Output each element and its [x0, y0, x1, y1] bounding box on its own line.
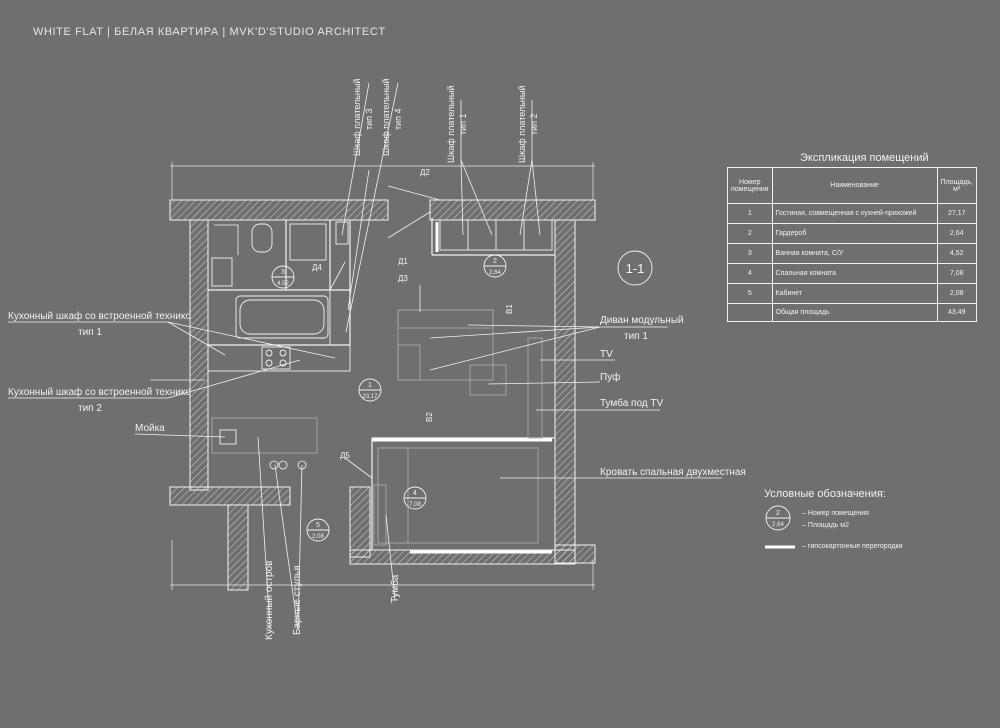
legend-title: Условные обозначения:	[764, 488, 886, 500]
explication-title: Экспликация помещений	[800, 152, 929, 164]
header-area: Площадь, м²	[936, 167, 977, 204]
callout-wardrobe3-l2: тип 3	[364, 108, 374, 130]
shower	[289, 223, 327, 261]
room-1-area: 23,17	[362, 394, 378, 400]
washbasin	[211, 257, 233, 287]
callout-wardrobe3-l1: Шкаф плательный	[352, 79, 362, 156]
section-mark: 1-1	[626, 261, 645, 276]
wardrobes	[335, 219, 553, 251]
callout-sofa-l2: тип 1	[624, 331, 648, 342]
room-bubbles	[271, 250, 791, 542]
table-row: 4 Спальная комната 7,08	[727, 263, 977, 284]
header-number: Номер помещения	[727, 167, 773, 204]
callout-sink: Мойка	[135, 423, 165, 434]
legend-partition-label: – гипсокартонные перегородки	[802, 543, 903, 550]
legend-area-label: – Площадь м2	[802, 522, 849, 529]
callout-bar-stools: Барные стулья	[292, 565, 303, 635]
tv-stand	[527, 337, 543, 439]
callout-tv-stand: Тумба под TV	[600, 397, 664, 409]
callout-wardrobe1-l1: Шкаф плательный	[446, 86, 456, 163]
exterior-walls	[169, 199, 596, 591]
pouf-rect	[469, 364, 507, 396]
callout-nightstand: Тумба	[389, 574, 401, 603]
kitchen-cabinet-row	[207, 344, 351, 372]
section-mark-circle	[617, 250, 653, 286]
room-3-num: 3	[281, 269, 285, 276]
callout-wardrobe2-l2: тип 2	[529, 113, 539, 135]
room-2-num: 2	[493, 258, 497, 265]
plasterboard-partitions	[372, 222, 552, 554]
room-3-area: 4,52	[277, 281, 289, 287]
table-row-total: Общая площадь 43,49	[727, 303, 977, 322]
callout-wardrobe4-l2: тип 4	[393, 108, 403, 130]
room-2-area: 2,64	[489, 270, 501, 276]
callout-kitchen2-l2: тип 2	[78, 403, 102, 414]
explication-table: Номер помещения Наименование Площадь, м²…	[727, 167, 977, 322]
wall-top-left	[169, 199, 389, 221]
door-swings	[329, 185, 441, 479]
door-d2: Д2	[420, 168, 430, 177]
door-d3: Д3	[398, 274, 408, 283]
callout-wardrobe1-l2: тип 1	[458, 113, 468, 135]
callout-kitchen1-l1: Кухонный шкаф со встроенной технико	[8, 310, 191, 322]
callout-wardrobe2-l1: Шкаф плательный	[517, 86, 527, 163]
table-row: 2 Гардероб 2,64	[727, 223, 977, 244]
leader-lines	[8, 82, 722, 631]
wall-column	[227, 504, 249, 591]
bed	[377, 447, 539, 544]
callout-tv: TV	[600, 349, 613, 360]
wall-left	[189, 219, 209, 491]
door-d5: Д5	[340, 451, 350, 460]
kitchen-island	[211, 417, 318, 454]
wall-top-right	[429, 199, 596, 221]
table-row: 3 Ванная комната, С/У 4,52	[727, 243, 977, 264]
door-d4: Д4	[312, 263, 322, 272]
wall-bedroom-left	[349, 486, 371, 558]
kitchen-units	[207, 289, 351, 372]
window-v2: В2	[425, 412, 434, 422]
room-5-num: 5	[316, 522, 320, 529]
table-row: 5 Кабинет 2,08	[727, 283, 977, 304]
callout-kitchen1-l2: тип 1	[78, 327, 102, 338]
room-1-num: 1	[368, 382, 372, 389]
bathroom-fixtures	[211, 223, 329, 339]
legend-bubble-area: 2,64	[772, 522, 784, 528]
toilet	[251, 223, 273, 253]
nightstand-rect	[373, 484, 387, 546]
callout-sofa-l1: Диван модульный	[600, 315, 684, 326]
room-4-area: 7,08	[409, 502, 421, 508]
callout-wardrobe4-l1: Шкаф плательный	[381, 79, 391, 156]
room-4-num: 4	[413, 490, 417, 497]
legend-room-num-label: – Номер помещения	[802, 510, 869, 517]
room-5-area: 2,08	[312, 534, 324, 540]
bathtub	[235, 295, 329, 339]
wall-bottom-left	[169, 486, 291, 506]
callout-pouf: Пуф	[600, 371, 620, 383]
window-v1: В1	[505, 304, 514, 314]
table-row: 1 Гостиная, совмещенная с кухней-прихоже…	[727, 203, 977, 224]
callout-bed: Кровать спальная двухместная	[600, 467, 746, 478]
kitchen-tall-unit	[329, 289, 351, 346]
header-name: Наименование	[771, 167, 938, 204]
cooktop	[261, 346, 291, 370]
wall-right	[554, 219, 576, 551]
legend-bubble-num: 2	[776, 510, 780, 517]
page-title: WHITE FLAT | БЕЛАЯ КВАРТИРА | MVK'D'STUD…	[33, 26, 386, 38]
callout-kitchen2-l1: Кухонный шкаф со встроенной технико	[8, 386, 191, 398]
callout-kitchen-island: Кухонный остров	[264, 561, 275, 640]
door-d1: Д1	[398, 257, 408, 266]
